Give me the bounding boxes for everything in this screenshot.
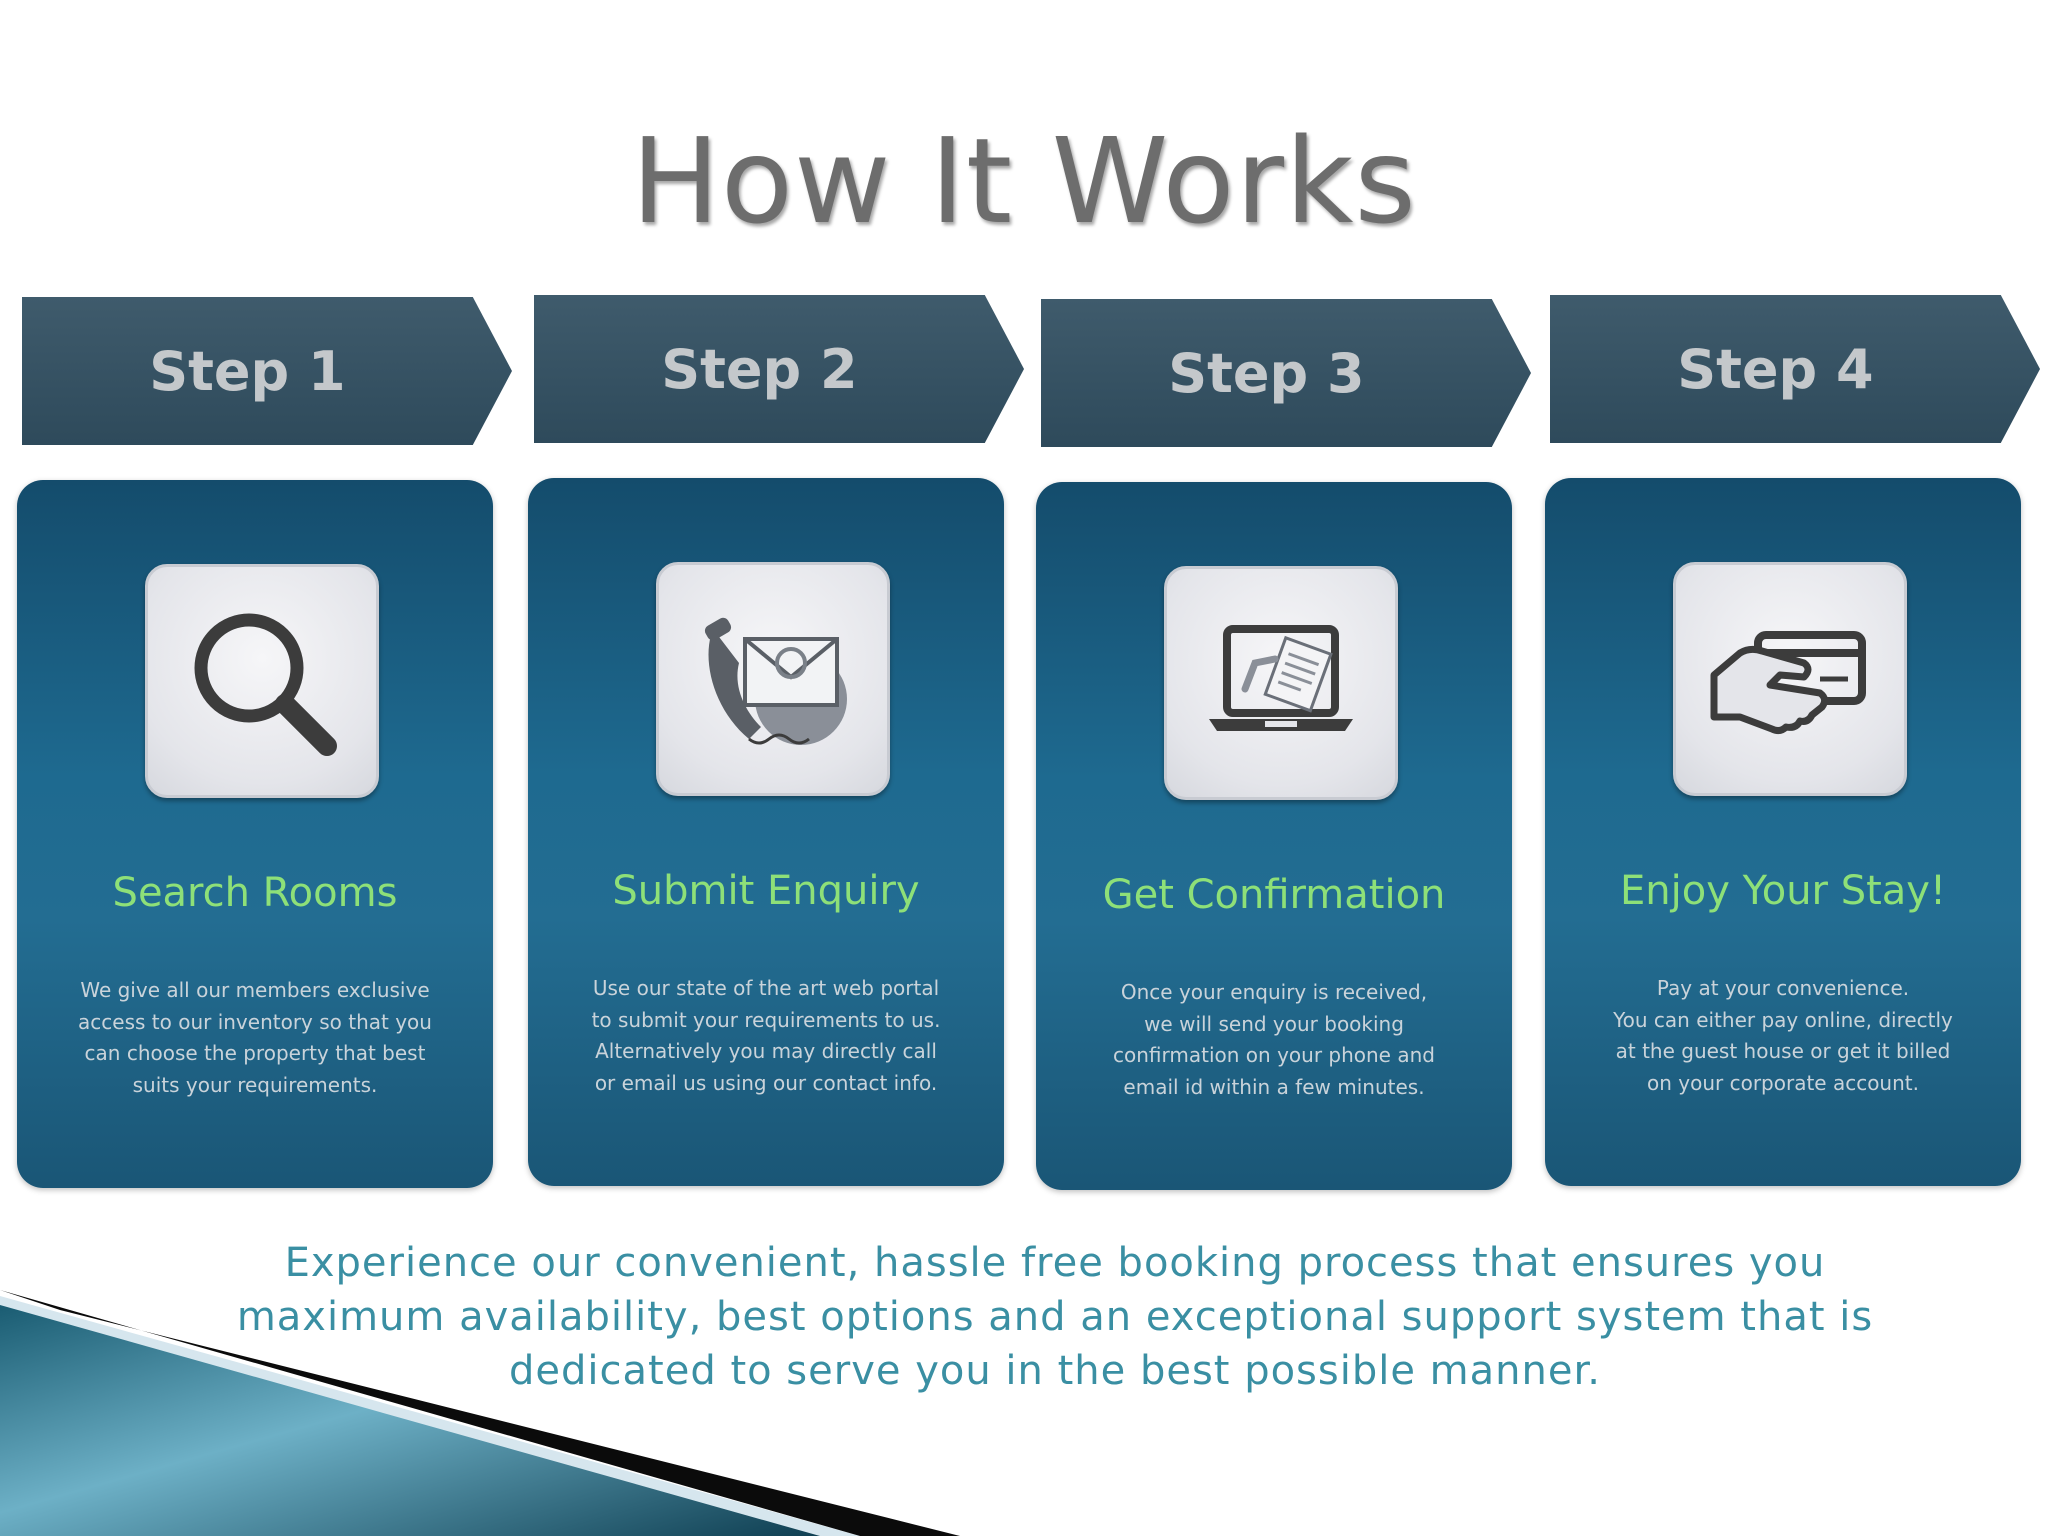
step-1-title: Search Rooms	[112, 870, 398, 916]
step-1-description: We give all our members exclusive access…	[78, 978, 432, 1097]
step-3-description: Once your enquiry is received, we will s…	[1113, 980, 1435, 1099]
step-4-title: Enjoy Your Stay!	[1620, 868, 1946, 914]
step-4-banner: Step 4	[1550, 295, 2040, 443]
page-title: How It Works	[631, 112, 1417, 250]
step-2-description: Use our state of the art web portal to s…	[591, 976, 941, 1095]
phone-email-icon	[704, 617, 847, 745]
step-4-icon-box	[1673, 562, 1907, 796]
magnifying-glass-icon	[194, 613, 337, 756]
step-2-banner: Step 2	[534, 295, 1024, 443]
step-3-banner: Step 3	[1041, 299, 1531, 447]
step-4-label: Step 4	[1677, 337, 1874, 401]
step-3-title: Get Confirmation	[1102, 872, 1446, 918]
laptop-document-icon	[1209, 625, 1353, 731]
step-2-label: Step 2	[661, 337, 858, 401]
step-3-label: Step 3	[1168, 341, 1365, 405]
step-2-icon-box	[656, 562, 890, 796]
step-1-label: Step 1	[149, 339, 346, 403]
step-1-card: Search Rooms We give all our members exc…	[17, 480, 493, 1188]
hand-card-icon	[1710, 631, 1866, 735]
footer-description: Experience our convenient, hassle free b…	[236, 1240, 1874, 1394]
step-1-icon-box	[145, 564, 379, 798]
step-4-description: Pay at your convenience. You can either …	[1613, 976, 1953, 1095]
step-3-icon-box	[1164, 566, 1398, 800]
step-2-title: Submit Enquiry	[612, 868, 920, 914]
step-2-card: Submit Enquiry Use our state of the art …	[528, 478, 1004, 1186]
step-3-card: Get Confirmation Once your enquiry is re…	[1036, 482, 1512, 1190]
step-4-card: Enjoy Your Stay! Pay at your convenience…	[1545, 478, 2021, 1186]
step-1-banner: Step 1	[22, 297, 512, 445]
